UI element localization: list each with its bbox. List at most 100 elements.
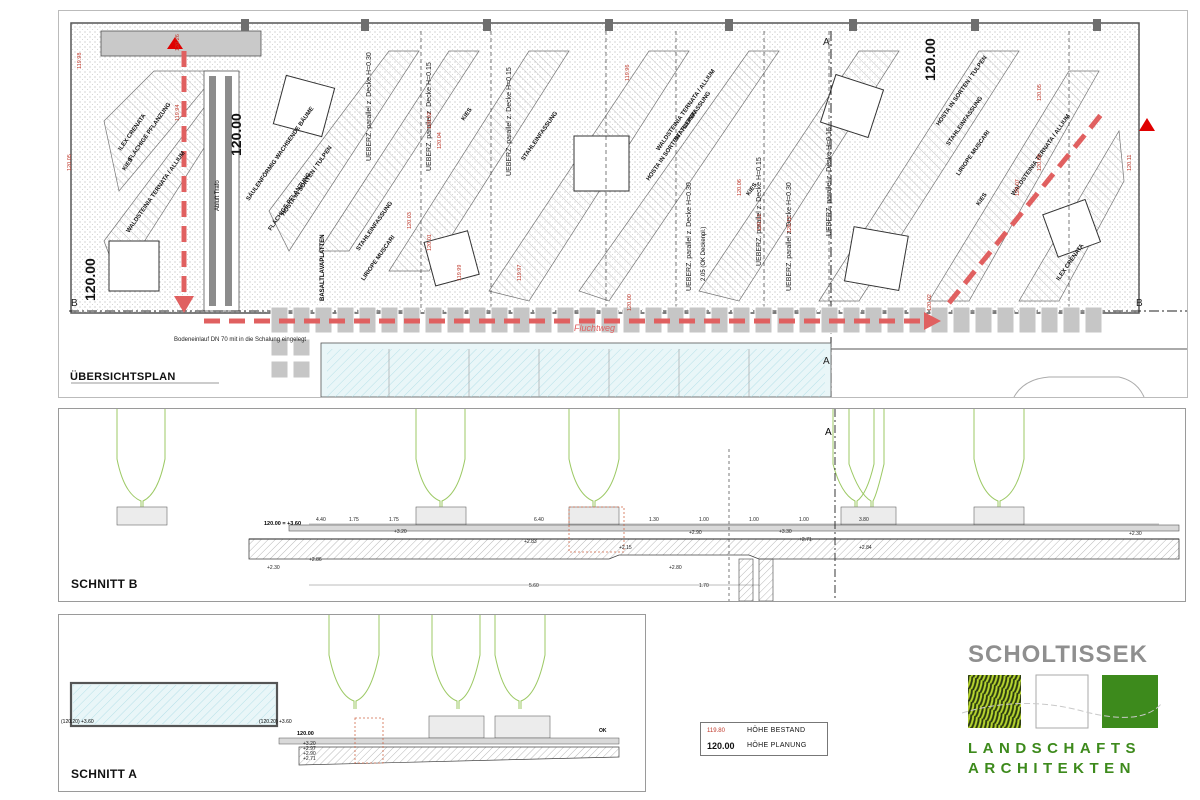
escape-route xyxy=(181,51,1106,324)
elevation-point: +2.90 xyxy=(689,530,702,536)
note-label: UEBERZ. parallel z. Decke H=0.30 xyxy=(786,182,793,291)
section-a-dims: +3.20+2.97+2.90+2.71 xyxy=(303,741,316,762)
spot-height: 120.09 xyxy=(1037,154,1043,171)
dimension-label: 4.40 xyxy=(316,517,326,523)
elevation-point: +2.86 xyxy=(309,557,322,563)
site-plan-drawing: Abluft Trafo xyxy=(67,19,1187,397)
logo-tile-green xyxy=(1102,675,1158,728)
route-arrow-right xyxy=(924,312,941,330)
legend-key-existing: 119.80 xyxy=(707,727,725,734)
spot-height: 120.04 xyxy=(437,132,443,149)
logo-name: SCHOLTISSEK xyxy=(968,641,1148,668)
spot-height: 120.02 xyxy=(427,112,433,129)
dimension-label: +2.97 xyxy=(303,746,316,752)
spot-height: 120.26 xyxy=(175,34,181,51)
elevation-label: 120.00 xyxy=(922,38,938,81)
section-b: A 120.00 = +3.60 4.40 1.75 1.75 6.40 1.30 1.0… xyxy=(58,408,1186,602)
legend-label-existing: HÖHE BESTAND xyxy=(747,727,806,734)
spot-height: 120.03 xyxy=(407,212,413,229)
elevation-point: +2.84 xyxy=(859,545,872,551)
legend-row-existing: 119.80 HÖHE BESTAND xyxy=(701,723,827,738)
section-a-elev-right: (120.20) +3.60 xyxy=(259,719,292,725)
trees-section-b xyxy=(116,409,1025,509)
spot-height: 119.96 xyxy=(625,65,631,81)
spot-height: 120.05 xyxy=(1037,84,1043,101)
dimension-label: 1.70 xyxy=(699,583,709,589)
note-label: UEBERZ. parallel z. Decke H=0.30 xyxy=(366,52,373,161)
legend-label-planned: HÖHE PLANUNG xyxy=(747,742,807,749)
legend: 119.80 HÖHE BESTAND 120.00 HÖHE PLANUNG xyxy=(700,722,828,756)
section-a-drawing: (120.20) +3.60 (120.20) +3.60 120.00 OK … xyxy=(61,615,620,766)
spot-heights: 119.98120.26119.94120.05120.02120.04120.… xyxy=(67,34,1133,311)
plan-title: ÜBERSICHTSPLAN xyxy=(70,371,176,383)
spot-height: 120.07 xyxy=(1015,179,1021,196)
legend-row-planned: 120.00 HÖHE PLANUNG xyxy=(701,738,827,753)
dimension-label: +2.90 xyxy=(303,751,316,757)
note-label: UEBERZ. parallel z. Decke H=0.15 xyxy=(756,157,763,266)
spot-height: 120.12 xyxy=(787,216,793,233)
tree-squares xyxy=(108,73,1102,292)
spot-height: 119.98 xyxy=(77,53,83,69)
elevation-label: 120.00 xyxy=(228,113,244,156)
svg-text:B: B xyxy=(1136,298,1143,309)
trees-section-a xyxy=(328,615,546,709)
spot-height: 120.05 xyxy=(67,154,73,171)
dimension-label: 1.00 xyxy=(699,517,709,523)
spot-height: 120.13 xyxy=(757,214,763,231)
svg-text:A: A xyxy=(823,37,830,48)
spot-height: 119.97 xyxy=(517,265,523,281)
elevation-labels: 120.00 120.00 120.00 xyxy=(82,38,938,301)
dimension-label: 1.00 xyxy=(799,517,809,523)
route-arrow-down xyxy=(174,296,194,313)
dimension-label: 1.00 xyxy=(749,517,759,523)
elevation-point: +2.15 xyxy=(619,545,632,551)
site-plan: Abluft Trafo xyxy=(58,10,1188,398)
roof-slab-b xyxy=(248,538,1180,560)
dimension-label: +3.20 xyxy=(303,741,316,747)
note-label: UEBERZ. parallel z. Decke H=0.15 xyxy=(506,67,513,176)
dimension-label: 1.75 xyxy=(349,517,359,523)
elevation-point: +3.30 xyxy=(779,529,792,535)
dimension-label: 1.75 xyxy=(389,517,399,523)
ok-note-label: 2.05 (OK Deckenpl.) xyxy=(701,227,707,281)
elevation-label: 120.00 xyxy=(82,258,98,301)
spot-height: 119.94 xyxy=(175,105,181,121)
section-b-elevation: 120.00 = +3.60 xyxy=(264,521,301,527)
spot-height: 120.02 xyxy=(927,294,933,311)
section-a-level: 120.00 xyxy=(297,731,314,737)
elevation-point: +3.20 xyxy=(394,529,407,535)
note-label: UEBERZ. parallel z. Decke H=0.15 xyxy=(826,127,833,236)
elevation-point: +2.71 xyxy=(799,537,812,543)
roof-slab-a xyxy=(298,746,620,766)
spot-height: 120.11 xyxy=(1127,155,1133,171)
section-b-points: +2.30 +2.86 +3.20 +2.83 +2.15 +2.80 +2.90 +3.30… xyxy=(267,529,1142,571)
elevation-point: +2.83 xyxy=(524,539,537,545)
elevation-point: +2.30 xyxy=(267,565,280,571)
dimension-label: 6.40 xyxy=(534,517,544,523)
spot-height: 119.99 xyxy=(457,265,463,281)
section-a-ok: OK xyxy=(599,728,607,734)
note-label: UEBERZ. parallel z. Decke H=0.30 xyxy=(686,182,693,291)
logo-tile-grass xyxy=(968,675,1021,728)
bodeneinlauf-label: Bodeneinlauf DN 70 mit in die Schalung e… xyxy=(174,337,306,343)
spot-height: 120.00 xyxy=(627,294,633,311)
dimension-label: +2.71 xyxy=(303,756,316,762)
elevation-point: +2.80 xyxy=(669,565,682,571)
dimension-label: 3.80 xyxy=(859,517,869,523)
logo-line2: ARCHITEKTEN xyxy=(968,760,1136,777)
logo-tile-blank xyxy=(1035,674,1089,729)
mark-a-b: A xyxy=(825,427,832,438)
spot-height: 120.01 xyxy=(427,234,433,251)
dimension-label: 1.30 xyxy=(649,517,659,523)
section-a: (120.20) +3.60 (120.20) +3.60 120.00 OK … xyxy=(58,614,646,792)
svg-text:A: A xyxy=(823,356,830,367)
legend-key-planned: 120.00 xyxy=(707,740,735,751)
tree-pits xyxy=(116,506,1025,526)
logo-line1: LANDSCHAFTS xyxy=(968,740,1141,757)
section-a-elev-left: (120.20) +3.60 xyxy=(61,719,94,725)
svg-text:B: B xyxy=(71,298,78,309)
elevation-point: +2.30 xyxy=(1129,531,1142,537)
basalt-label: BASALTLAVAPLATTEN xyxy=(320,234,326,301)
